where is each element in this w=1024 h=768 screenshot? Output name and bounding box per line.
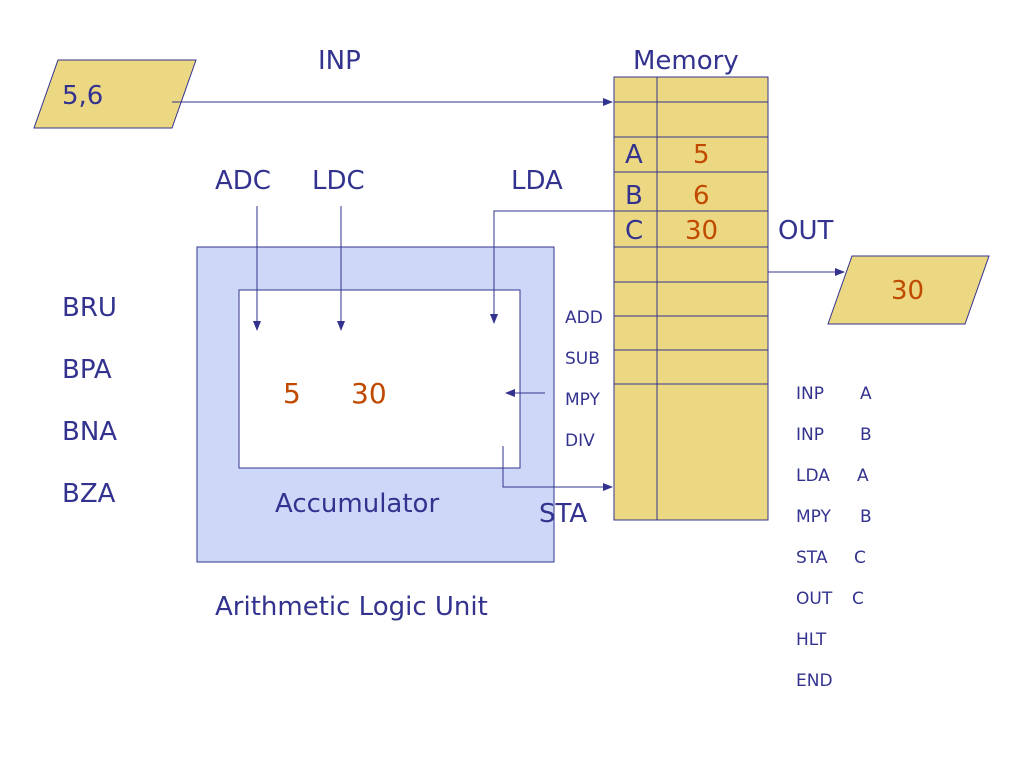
alu-op: ADD (565, 308, 603, 328)
program-op: END (796, 671, 833, 691)
alu-label: Arithmetic Logic Unit (215, 592, 488, 622)
memory-block (613, 76, 769, 521)
program-arg: A (857, 466, 869, 486)
memory-value-b: 6 (693, 181, 710, 211)
program-arg: B (860, 507, 872, 527)
alu-op: MPY (565, 390, 600, 410)
memory-name-a: A (625, 140, 643, 170)
branch-op: BRU (62, 293, 117, 323)
program-op: HLT (796, 630, 827, 650)
memory-name-b: B (625, 181, 643, 211)
branch-op: BNA (62, 417, 118, 447)
input-device-shape (33, 59, 197, 129)
memory-name-c: C (625, 216, 644, 246)
program-op: INP (796, 384, 824, 404)
out-label: OUT (778, 216, 834, 246)
accumulator-value: 5 (283, 377, 301, 410)
memory-value-a: 5 (693, 140, 710, 170)
alu-op: SUB (565, 349, 600, 369)
memory-value-c: 30 (685, 216, 719, 246)
program-arg: B (860, 425, 872, 445)
program-arg: C (854, 548, 866, 568)
program-op: OUT (796, 589, 833, 609)
output-device-value: 30 (891, 276, 925, 306)
accumulator-box (238, 289, 521, 469)
program-arg: A (860, 384, 872, 404)
ldc-label: LDC (312, 166, 365, 196)
program-op: LDA (796, 466, 830, 486)
program-op: STA (796, 548, 828, 568)
program-op: INP (796, 425, 824, 445)
inp-label: INP (318, 46, 361, 76)
sta-label: STA (539, 499, 588, 529)
branch-op: BZA (62, 479, 116, 509)
memory-title: Memory (633, 46, 739, 76)
adc-label: ADC (215, 166, 271, 196)
lda-label: LDA (511, 166, 563, 196)
alu-op: DIV (565, 431, 595, 451)
accumulator-value: 30 (351, 377, 387, 410)
sta-arrow (502, 446, 613, 491)
accumulator-label: Accumulator (275, 489, 440, 519)
program-op: MPY (796, 507, 831, 527)
program-arg: C (852, 589, 864, 609)
input-device-value: 5,6 (62, 81, 104, 111)
branch-op: BPA (62, 355, 112, 385)
lda-arrow (490, 210, 614, 324)
output-device-shape (827, 255, 990, 325)
